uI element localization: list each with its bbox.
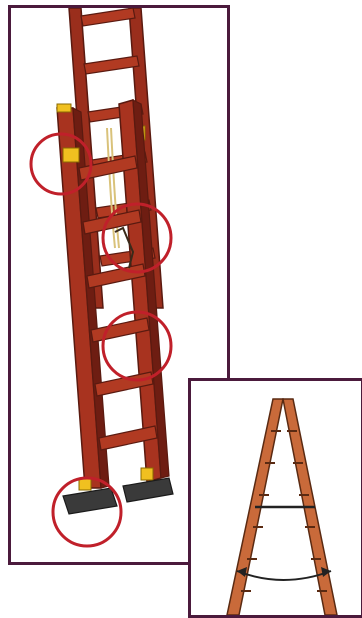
a-frame-ladder-panel <box>188 378 362 618</box>
right-foot <box>123 478 173 502</box>
left-foot <box>63 488 117 514</box>
base-section <box>57 100 173 514</box>
a-frame-ladder-illustration <box>191 381 361 615</box>
